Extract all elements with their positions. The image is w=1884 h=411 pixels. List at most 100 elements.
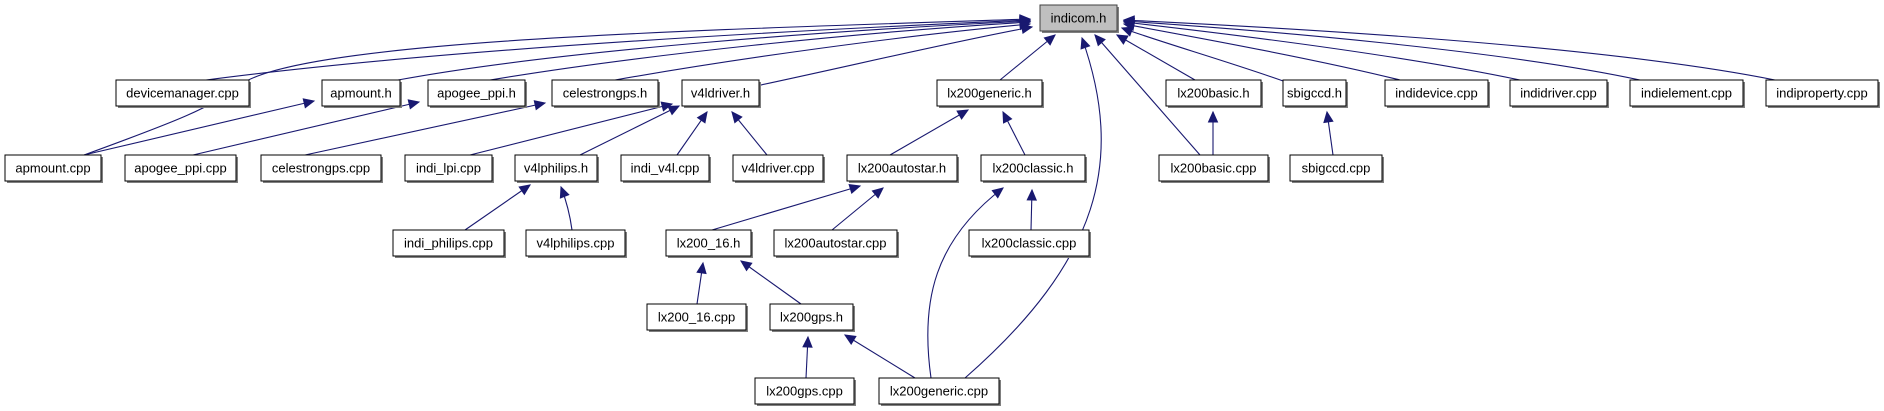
node-label[interactable]: lx200autostar.h xyxy=(858,161,946,176)
node-indicom-h[interactable]: indicom.h xyxy=(1039,4,1119,33)
node-box[interactable] xyxy=(525,229,626,257)
node-v4ldriver-cpp[interactable]: v4ldriver.cpp xyxy=(732,154,825,183)
node-indidriver-cpp[interactable]: indidriver.cpp xyxy=(1509,79,1609,108)
node-label[interactable]: indielement.cpp xyxy=(1641,86,1732,101)
node-label[interactable]: apogee_ppi.cpp xyxy=(134,161,227,176)
node-lx200gps-cpp[interactable]: lx200gps.cpp xyxy=(754,377,856,406)
node-label[interactable]: lx200autostar.cpp xyxy=(785,236,887,251)
node-label[interactable]: lx200classic.cpp xyxy=(982,236,1077,251)
node-label[interactable]: lx200basic.h xyxy=(1177,86,1249,101)
node-label[interactable]: indi_v4l.cpp xyxy=(631,161,700,176)
node-label[interactable]: v4ldriver.cpp xyxy=(742,161,815,176)
node-box[interactable] xyxy=(404,154,493,182)
node-lx200autostar-h[interactable]: lx200autostar.h xyxy=(846,154,959,183)
node-label[interactable]: celestrongps.cpp xyxy=(272,161,370,176)
node-label[interactable]: apmount.h xyxy=(330,86,391,101)
node-lx200basic-h[interactable]: lx200basic.h xyxy=(1165,79,1263,108)
node-label[interactable]: lx200generic.cpp xyxy=(890,384,988,399)
node-indi-philips-cpp[interactable]: indi_philips.cpp xyxy=(392,229,506,258)
edge-indielement_cpp-to-indicom_h xyxy=(1122,16,1641,81)
node-lx200-16-h[interactable]: lx200_16.h xyxy=(665,229,753,258)
node-label[interactable]: sbigccd.h xyxy=(1287,86,1342,101)
node-box[interactable] xyxy=(1629,79,1744,107)
node-box[interactable] xyxy=(620,154,710,182)
node-label[interactable]: lx200basic.cpp xyxy=(1171,161,1257,176)
node-box[interactable] xyxy=(1282,79,1347,107)
node-box[interactable] xyxy=(980,154,1086,182)
node-sbigccd-cpp[interactable]: sbigccd.cpp xyxy=(1289,154,1384,183)
node-label[interactable]: lx200gps.cpp xyxy=(766,384,843,399)
node-label[interactable]: lx200_16.h xyxy=(677,236,741,251)
node-lx200-16-cpp[interactable]: lx200_16.cpp xyxy=(646,303,748,332)
node-label[interactable]: apogee_ppi.h xyxy=(437,86,516,101)
node-celestrongps-h[interactable]: celestrongps.h xyxy=(551,79,660,108)
node-label[interactable]: apmount.cpp xyxy=(15,161,90,176)
node-box[interactable] xyxy=(681,79,760,107)
node-label[interactable]: indidriver.cpp xyxy=(1520,86,1597,101)
node-indielement-cpp[interactable]: indielement.cpp xyxy=(1629,79,1745,108)
node-box[interactable] xyxy=(1384,79,1489,107)
node-apogee-ppi-h[interactable]: apogee_ppi.h xyxy=(427,79,527,108)
node-devicemanager-cpp[interactable]: devicemanager.cpp xyxy=(115,79,251,108)
node-celestrongps-cpp[interactable]: celestrongps.cpp xyxy=(260,154,383,183)
node-indi-v4l-cpp[interactable]: indi_v4l.cpp xyxy=(620,154,711,183)
node-label[interactable]: indidevice.cpp xyxy=(1395,86,1477,101)
node-box[interactable] xyxy=(4,154,102,182)
node-label[interactable]: lx200gps.h xyxy=(780,310,843,325)
node-box[interactable] xyxy=(321,79,401,107)
node-box[interactable] xyxy=(773,229,898,257)
node-lx200classic-h[interactable]: lx200classic.h xyxy=(980,154,1087,183)
node-label[interactable]: v4lphilips.h xyxy=(524,161,588,176)
node-box[interactable] xyxy=(1039,4,1118,32)
node-lx200basic-cpp[interactable]: lx200basic.cpp xyxy=(1158,154,1270,183)
node-box[interactable] xyxy=(1289,154,1383,182)
node-lx200generic-cpp[interactable]: lx200generic.cpp xyxy=(878,377,1001,406)
node-box[interactable] xyxy=(115,79,250,107)
node-label[interactable]: lx200generic.h xyxy=(947,86,1032,101)
node-label[interactable]: devicemanager.cpp xyxy=(126,86,239,101)
node-box[interactable] xyxy=(732,154,824,182)
node-box[interactable] xyxy=(260,154,382,182)
node-box[interactable] xyxy=(936,79,1043,107)
node-label[interactable]: v4ldriver.h xyxy=(691,86,750,101)
node-lx200classic-cpp[interactable]: lx200classic.cpp xyxy=(968,229,1091,258)
node-box[interactable] xyxy=(514,154,598,182)
node-lx200generic-h[interactable]: lx200generic.h xyxy=(936,79,1044,108)
node-box[interactable] xyxy=(427,79,526,107)
node-sbigccd-h[interactable]: sbigccd.h xyxy=(1282,79,1348,108)
node-indidevice-cpp[interactable]: indidevice.cpp xyxy=(1384,79,1490,108)
node-v4lphilips-h[interactable]: v4lphilips.h xyxy=(514,154,599,183)
node-indiproperty-cpp[interactable]: indiproperty.cpp xyxy=(1765,79,1880,108)
node-lx200gps-h[interactable]: lx200gps.h xyxy=(769,303,855,332)
node-box[interactable] xyxy=(846,154,958,182)
node-box[interactable] xyxy=(1509,79,1608,107)
node-box[interactable] xyxy=(665,229,752,257)
node-box[interactable] xyxy=(968,229,1090,257)
node-box[interactable] xyxy=(392,229,505,257)
node-label[interactable]: celestrongps.h xyxy=(563,86,648,101)
node-box[interactable] xyxy=(551,79,659,107)
node-label[interactable]: indiproperty.cpp xyxy=(1776,86,1868,101)
node-box[interactable] xyxy=(754,377,855,405)
node-box[interactable] xyxy=(646,303,747,331)
node-apmount-h[interactable]: apmount.h xyxy=(321,79,402,108)
node-box[interactable] xyxy=(1765,79,1879,107)
node-label[interactable]: lx200classic.h xyxy=(993,161,1074,176)
node-box[interactable] xyxy=(124,154,237,182)
node-box[interactable] xyxy=(1158,154,1269,182)
node-lx200autostar-cpp[interactable]: lx200autostar.cpp xyxy=(773,229,899,258)
node-label[interactable]: sbigccd.cpp xyxy=(1302,161,1371,176)
node-box[interactable] xyxy=(769,303,854,331)
node-label[interactable]: indi_lpi.cpp xyxy=(416,161,481,176)
node-apogee-ppi-cpp[interactable]: apogee_ppi.cpp xyxy=(124,154,238,183)
node-label[interactable]: v4lphilips.cpp xyxy=(536,236,614,251)
node-box[interactable] xyxy=(1165,79,1262,107)
node-indi-lpi-cpp[interactable]: indi_lpi.cpp xyxy=(404,154,494,183)
node-label[interactable]: lx200_16.cpp xyxy=(658,310,735,325)
node-box[interactable] xyxy=(878,377,1000,405)
node-v4lphilips-cpp[interactable]: v4lphilips.cpp xyxy=(525,229,627,258)
node-label[interactable]: indicom.h xyxy=(1051,11,1107,26)
node-v4ldriver-h[interactable]: v4ldriver.h xyxy=(681,79,761,108)
node-label[interactable]: indi_philips.cpp xyxy=(404,236,493,251)
node-apmount-cpp[interactable]: apmount.cpp xyxy=(4,154,103,183)
